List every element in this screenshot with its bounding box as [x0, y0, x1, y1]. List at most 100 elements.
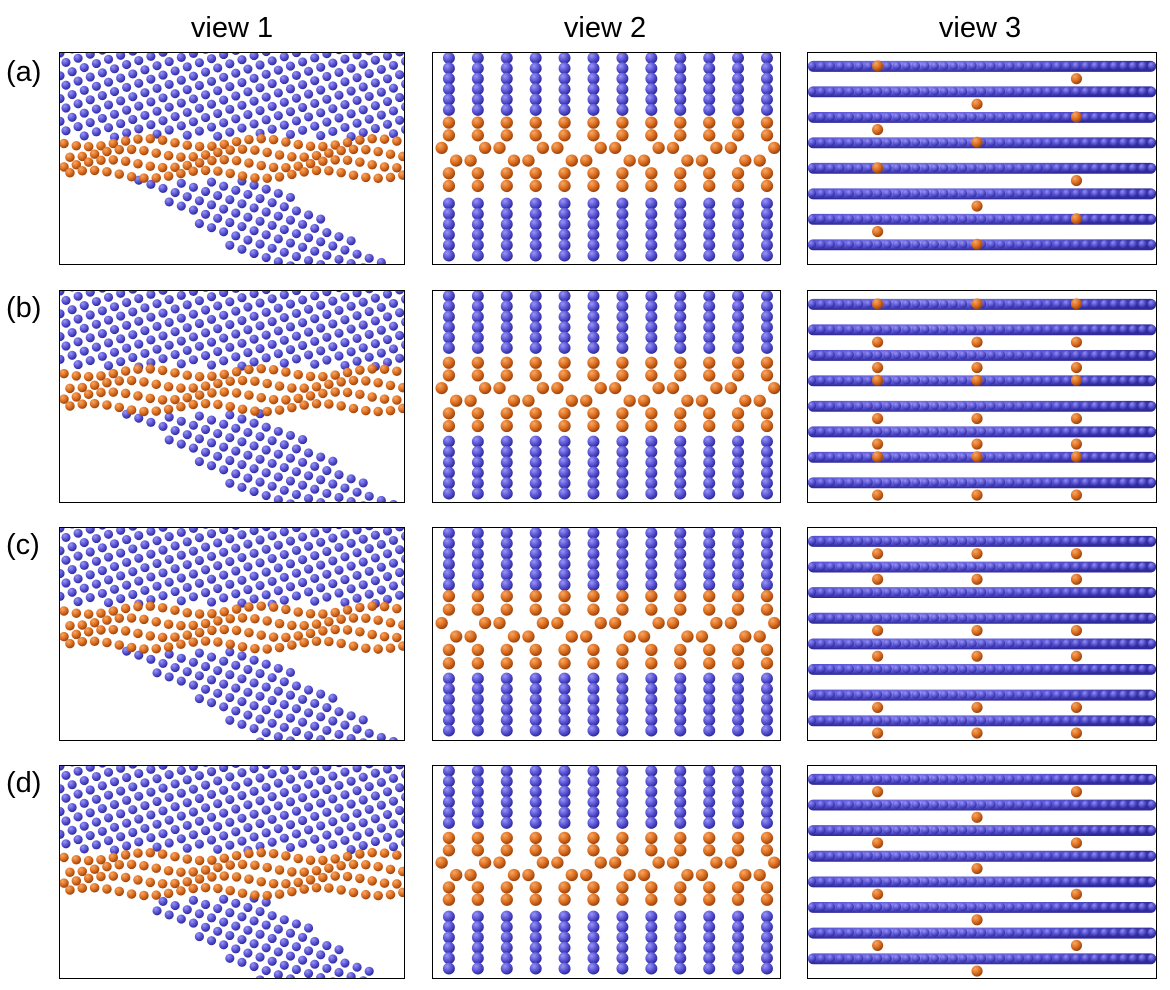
bulk-atom — [98, 766, 106, 768]
bulk-atom — [977, 928, 987, 937]
bulk-atom — [291, 308, 301, 318]
bulk-atom — [364, 804, 374, 814]
bulk-atom — [442, 477, 455, 490]
bulk-atom — [703, 962, 716, 975]
boundary-atom — [478, 856, 492, 869]
bulk-atom — [200, 803, 211, 813]
bulk-atom — [206, 913, 217, 923]
bulk-atom — [761, 785, 773, 798]
bulk-atom — [67, 112, 77, 122]
bulk-atom — [225, 557, 235, 567]
bulk-atom — [188, 807, 198, 817]
bulk-atom — [558, 941, 571, 954]
bulk-atom — [471, 568, 484, 581]
bulk-atom — [255, 343, 265, 354]
bulk-atom — [892, 562, 902, 571]
bulk-atom — [587, 249, 600, 262]
boundary-atom — [645, 179, 658, 193]
bulk-atom — [1072, 902, 1081, 912]
boundary-atom — [493, 616, 506, 630]
bulk-atom — [558, 683, 571, 695]
bulk-atom — [883, 954, 892, 963]
boundary-atom — [145, 848, 156, 858]
bulk-atom — [883, 61, 892, 71]
bulk-atom — [255, 105, 265, 116]
bulk-atom — [902, 587, 911, 597]
bulk-atom — [996, 851, 1006, 860]
bulk-atom — [1138, 774, 1147, 784]
bulk-atom — [558, 921, 571, 933]
bulk-atom — [231, 804, 241, 814]
boundary-atom — [442, 844, 456, 857]
bulk-atom — [273, 824, 283, 834]
bulk-atom — [500, 249, 513, 262]
bulk-atom — [911, 376, 921, 385]
bulk-atom — [285, 61, 296, 71]
boundary-atom — [293, 853, 303, 864]
bulk-atom — [761, 331, 773, 344]
bulk-atom — [471, 83, 484, 96]
boundary-atom — [724, 856, 738, 869]
bulk-atom — [616, 239, 629, 252]
bulk-atom — [231, 827, 241, 837]
bulk-atom — [1072, 478, 1081, 487]
bulk-atom — [298, 340, 308, 351]
bulk-atom — [1025, 401, 1034, 410]
bulk-atom — [674, 197, 687, 210]
bulk-atom — [237, 100, 247, 110]
boundary-atom — [645, 419, 658, 433]
bulk-atom — [911, 240, 921, 249]
bulk-atom — [188, 94, 198, 104]
bulk-atom — [855, 825, 864, 835]
bulk-atom — [529, 208, 542, 220]
bulk-atom — [316, 950, 326, 960]
bulk-atom — [500, 703, 513, 716]
boundary-atom — [244, 134, 254, 145]
bulk-atom — [703, 239, 716, 252]
bulk-atom — [1034, 664, 1043, 674]
bulk-atom — [732, 208, 745, 220]
bulk-atom — [340, 790, 350, 800]
bulk-atom — [85, 310, 95, 320]
bulk-atom — [316, 735, 326, 740]
bulk-atom — [529, 537, 542, 550]
boundary-atom — [200, 636, 211, 646]
bulk-atom — [237, 199, 247, 209]
bulk-atom — [732, 456, 745, 469]
bulk-atom — [255, 535, 265, 545]
bulk-atom — [1015, 138, 1024, 147]
bulk-atom — [855, 716, 864, 725]
bulk-atom — [674, 683, 687, 695]
bulk-atom — [237, 719, 247, 729]
bulk-atom — [732, 775, 745, 788]
bulk-atom — [977, 851, 987, 860]
bulk-atom — [61, 80, 71, 90]
bulk-atom — [140, 65, 150, 75]
bulk-atom — [1128, 690, 1138, 699]
bulk-atom — [334, 351, 344, 361]
bulk-atom — [140, 326, 150, 336]
bulk-atom — [442, 249, 455, 262]
bulk-atom — [703, 197, 716, 210]
bulk-atom — [1091, 562, 1100, 571]
bulk-atom — [1119, 690, 1128, 699]
bulk-atom — [1015, 87, 1024, 96]
bulk-atom — [285, 974, 295, 978]
bulk-atom — [616, 228, 629, 241]
bulk-atom — [261, 544, 271, 554]
bulk-atom — [808, 562, 817, 571]
bulk-atom — [616, 703, 629, 716]
bulk-atom — [873, 240, 883, 249]
bulk-atom — [855, 87, 864, 96]
bulk-atom — [213, 301, 223, 311]
bulk-atom — [237, 414, 247, 424]
bulk-atom — [116, 594, 126, 604]
bulk-atom — [291, 229, 301, 239]
bulk-atom — [836, 350, 845, 360]
bulk-atom — [158, 331, 168, 341]
bulk-atom — [243, 948, 253, 958]
bulk-atom — [616, 446, 629, 458]
bulk-atom — [940, 928, 949, 937]
bulk-atom — [826, 825, 836, 835]
bulk-atom — [261, 53, 271, 57]
